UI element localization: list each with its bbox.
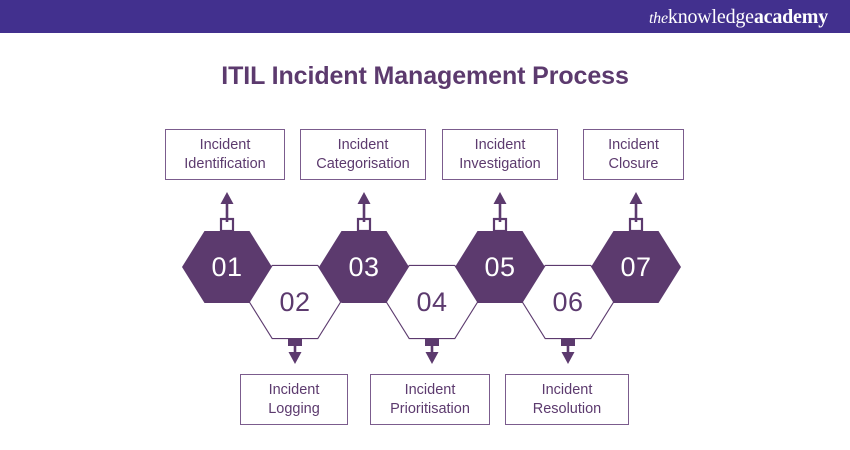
connector-up-07 bbox=[628, 192, 644, 233]
label-box-incident-resolution[interactable]: Incident Resolution bbox=[505, 374, 629, 425]
connector-up-05 bbox=[492, 192, 508, 233]
page-title: ITIL Incident Management Process bbox=[221, 62, 629, 90]
brand-logo: theknowledgeacademy bbox=[649, 7, 850, 27]
label-box-incident-investigation[interactable]: Incident Investigation bbox=[442, 129, 558, 180]
label-line1-01: Incident bbox=[199, 136, 251, 153]
label-line2-02: Logging bbox=[268, 400, 320, 417]
hexagon-06[interactable]: 06 bbox=[523, 266, 613, 338]
label-box-incident-logging[interactable]: Incident Logging bbox=[240, 374, 348, 425]
brand-academy-text: academy bbox=[753, 5, 828, 28]
label-line1-05: Incident bbox=[474, 136, 526, 153]
label-line1-03: Incident bbox=[337, 136, 389, 153]
label-box-incident-prioritisation[interactable]: Incident Prioritisation bbox=[370, 374, 490, 425]
label-line2-07: Closure bbox=[608, 155, 659, 172]
label-line1-04: Incident bbox=[404, 381, 456, 398]
label-line1-07: Incident bbox=[608, 136, 659, 153]
label-line1-06: Incident bbox=[541, 381, 593, 398]
hexagon-02[interactable]: 02 bbox=[250, 266, 340, 338]
hexagon-04[interactable]: 04 bbox=[387, 266, 477, 338]
header-bar: theknowledgeacademy bbox=[0, 0, 850, 33]
label-line2-04: Prioritisation bbox=[390, 400, 470, 417]
hexagon-number-04: 04 bbox=[416, 286, 448, 317]
brand-knowledge-text: knowledge bbox=[667, 5, 754, 28]
hexagon-number-03: 03 bbox=[348, 251, 380, 282]
hexagon-number-06: 06 bbox=[552, 286, 584, 317]
hexagon-number-05: 05 bbox=[484, 251, 516, 282]
label-box-incident-categorisation[interactable]: Incident Categorisation bbox=[300, 129, 426, 180]
hexagon-number-02: 02 bbox=[279, 286, 311, 317]
label-box-incident-closure[interactable]: Incident Closure bbox=[583, 129, 684, 180]
label-line1-02: Incident bbox=[268, 381, 320, 398]
label-line2-06: Resolution bbox=[532, 400, 602, 417]
label-box-incident-identification[interactable]: Incident Identification bbox=[165, 129, 285, 180]
label-line2-05: Investigation bbox=[459, 155, 541, 172]
label-line2-01: Identification bbox=[184, 155, 266, 172]
connector-up-03 bbox=[356, 192, 372, 233]
hexagon-number-01: 01 bbox=[211, 251, 243, 282]
hexagon-number-07: 07 bbox=[620, 251, 652, 282]
brand-the-text: the bbox=[648, 9, 668, 27]
connector-up-01 bbox=[219, 192, 235, 233]
label-line2-03: Categorisation bbox=[316, 155, 410, 172]
